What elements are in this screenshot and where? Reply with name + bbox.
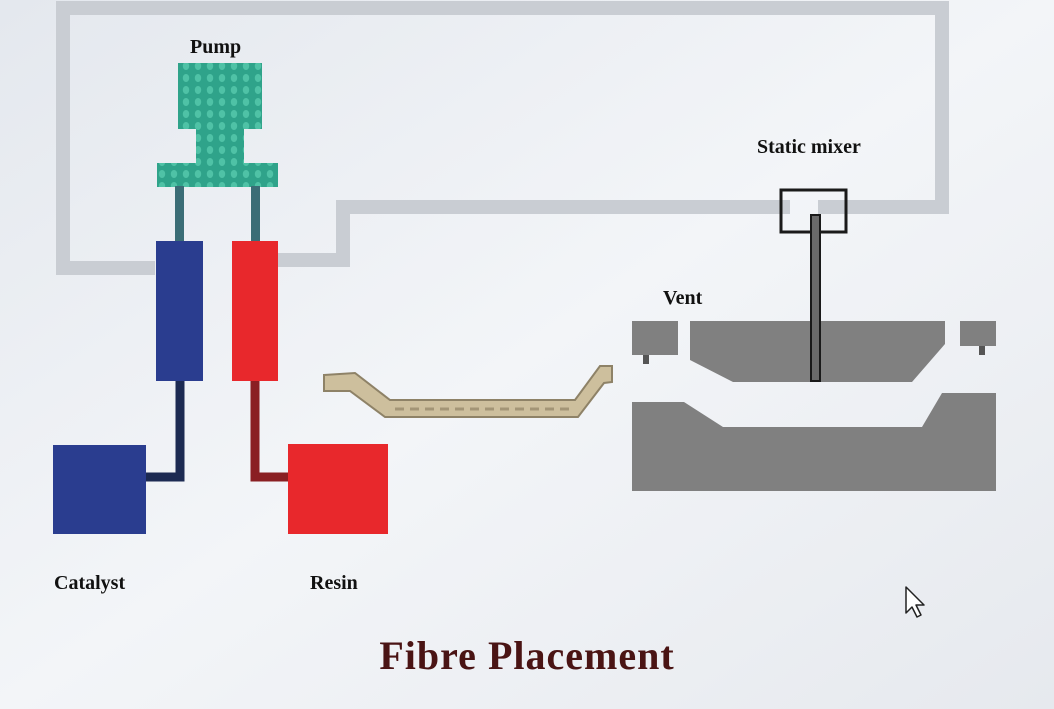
catalyst-feed-pipe bbox=[175, 186, 184, 242]
pump bbox=[157, 63, 278, 187]
fibre-preform bbox=[323, 365, 613, 418]
return-line bbox=[278, 200, 790, 267]
injection-nozzle bbox=[810, 214, 821, 382]
label-vent: Vent bbox=[663, 287, 703, 309]
label-resin: Resin bbox=[310, 572, 358, 594]
label-catalyst: Catalyst bbox=[54, 572, 126, 594]
label-pump: Pump bbox=[190, 36, 242, 58]
catalyst-cylinder bbox=[156, 241, 203, 381]
catalyst-supply-pipe bbox=[145, 381, 185, 482]
resin-supply-pipe bbox=[250, 381, 290, 482]
pump-base bbox=[157, 163, 278, 187]
label-static-mixer: Static mixer bbox=[757, 136, 861, 158]
pump-neck bbox=[196, 127, 244, 165]
page-title: Fibre Placement bbox=[379, 633, 675, 678]
resin-cylinder bbox=[232, 241, 278, 381]
vent-block-right bbox=[960, 321, 996, 346]
catalyst-tank bbox=[53, 445, 146, 534]
mould-lower-half bbox=[632, 393, 996, 491]
vent-block-left bbox=[632, 321, 678, 355]
resin-feed-pipe bbox=[251, 186, 260, 242]
resin-tank bbox=[288, 444, 388, 534]
recirculation-line bbox=[56, 1, 949, 275]
mouse-pointer-icon bbox=[905, 586, 925, 618]
pump-top bbox=[178, 63, 262, 129]
